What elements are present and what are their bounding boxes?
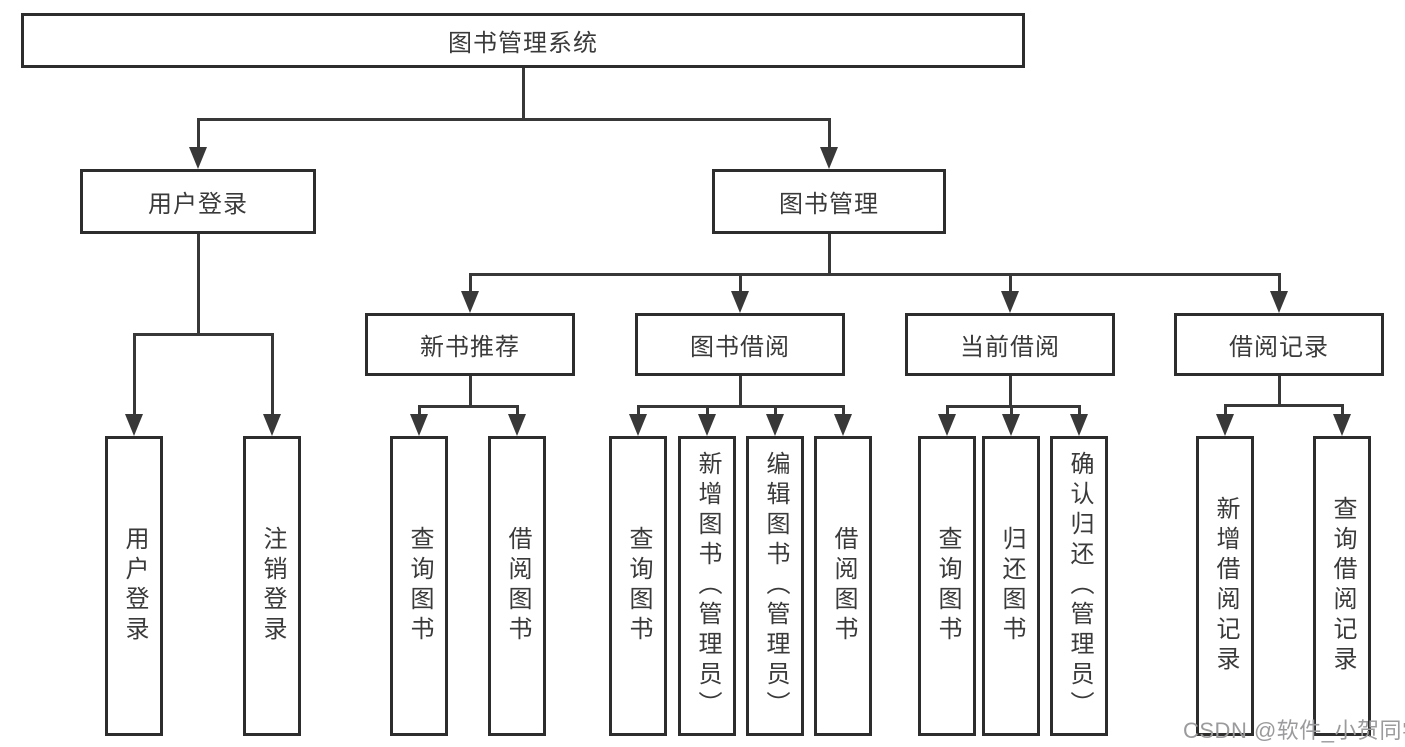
- connector-stem-new-recommend: [469, 273, 472, 293]
- connector-stem-borrow-books-2: [842, 405, 845, 416]
- connector-stem-query-books-1: [418, 405, 421, 416]
- connector-stem-add-record: [1224, 404, 1227, 416]
- leaf-borrow-books-borrow: 借阅图书: [814, 436, 872, 736]
- connector-book-borrow-stem: [739, 376, 742, 407]
- node-new-book-recommend: 新书推荐: [365, 313, 575, 376]
- connector-stem-query-books-2: [637, 405, 640, 416]
- connector-stem-logout-leaf: [271, 333, 274, 416]
- arrowhead-query-books-3: [938, 414, 956, 436]
- connector-user-login-rail: [133, 333, 274, 336]
- connector-stem-confirm-return: [1078, 405, 1081, 416]
- connector-stem-login-leaf: [133, 333, 136, 416]
- leaf-edit-book-admin: 编辑图书（管理员）: [746, 436, 804, 736]
- leaf-query-books-current: 查询图书: [918, 436, 976, 736]
- connector-level3-rail: [469, 273, 1281, 276]
- connector-stem-add-book: [706, 405, 709, 416]
- arrowhead-logout-leaf: [263, 414, 281, 436]
- node-root-system: 图书管理系统: [21, 13, 1025, 68]
- arrowhead-query-record: [1333, 414, 1351, 436]
- watermark-text: CSDN @软件_小贺同学: [1183, 718, 1405, 743]
- connector-book-management-stem: [828, 234, 831, 274]
- leaf-query-books-recommend: 查询图书: [390, 436, 448, 736]
- leaf-logout: 注销登录: [243, 436, 301, 736]
- connector-new-recommend-stem: [469, 376, 472, 407]
- arrowhead-add-record: [1216, 414, 1234, 436]
- leaf-add-borrow-record: 新增借阅记录: [1196, 436, 1254, 736]
- connector-borrow-records-rail: [1224, 404, 1344, 407]
- connector-stem-book-management: [828, 118, 831, 150]
- connector-current-borrow-rail: [946, 405, 1081, 408]
- connector-user-login-stem: [197, 234, 200, 335]
- arrowhead-login-leaf: [125, 414, 143, 436]
- connector-stem-edit-book: [774, 405, 777, 416]
- arrowhead-query-books-2: [629, 414, 647, 436]
- arrowhead-borrow-books-2: [834, 414, 852, 436]
- connector-stem-user-login: [197, 118, 200, 150]
- arrowhead-book-management: [820, 147, 838, 169]
- arrowhead-query-books-1: [410, 414, 428, 436]
- connector-stem-current-borrow: [1009, 273, 1012, 293]
- arrowhead-borrow-records: [1270, 291, 1288, 313]
- connector-stem-return-book: [1010, 405, 1013, 416]
- node-book-management: 图书管理: [712, 169, 946, 234]
- connector-level2-rail: [197, 118, 830, 121]
- connector-root-stem: [522, 68, 525, 119]
- arrowhead-edit-book: [766, 414, 784, 436]
- leaf-query-borrow-record: 查询借阅记录: [1313, 436, 1371, 736]
- node-user-login: 用户登录: [80, 169, 316, 234]
- connector-stem-query-record: [1341, 404, 1344, 416]
- leaf-return-book: 归还图书: [982, 436, 1040, 736]
- leaf-borrow-books-recommend: 借阅图书: [488, 436, 546, 736]
- arrowhead-new-recommend: [461, 291, 479, 313]
- leaf-add-book-admin: 新增图书（管理员）: [678, 436, 736, 736]
- leaf-query-books-borrow: 查询图书: [609, 436, 667, 736]
- arrowhead-add-book: [698, 414, 716, 436]
- arrowhead-return-book: [1002, 414, 1020, 436]
- connector-stem-book-borrow: [739, 273, 742, 293]
- node-current-borrow: 当前借阅: [905, 313, 1115, 376]
- arrowhead-confirm-return: [1070, 414, 1088, 436]
- connector-new-recommend-rail: [418, 405, 519, 408]
- connector-current-borrow-stem: [1009, 376, 1012, 407]
- node-book-borrow: 图书借阅: [635, 313, 845, 376]
- leaf-confirm-return-admin: 确认归还（管理员）: [1050, 436, 1108, 736]
- connector-stem-borrow-records: [1278, 273, 1281, 293]
- connector-stem-query-books-3: [946, 405, 949, 416]
- connector-book-borrow-rail: [637, 405, 845, 408]
- node-borrow-records: 借阅记录: [1174, 313, 1384, 376]
- arrowhead-current-borrow: [1001, 291, 1019, 313]
- arrowhead-user-login: [189, 147, 207, 169]
- arrowhead-borrow-books-1: [508, 414, 526, 436]
- arrowhead-book-borrow: [731, 291, 749, 313]
- connector-borrow-records-stem: [1278, 376, 1281, 406]
- leaf-user-login: 用户登录: [105, 436, 163, 736]
- connector-stem-borrow-books-1: [516, 405, 519, 416]
